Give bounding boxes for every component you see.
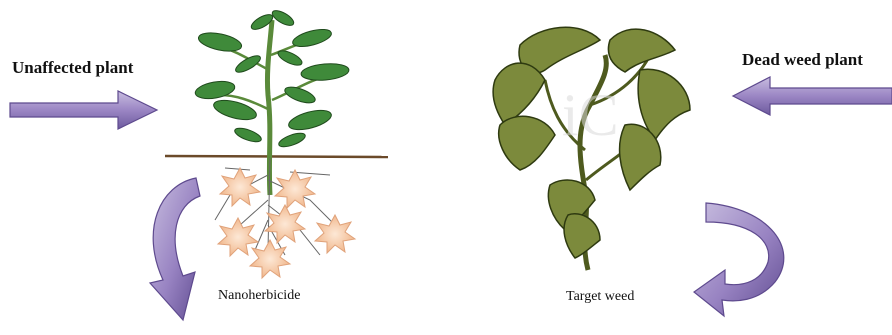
target-weed-illustration: iC (493, 27, 690, 270)
target-weed-label: Target weed (566, 289, 634, 305)
arrow-left-icon (733, 77, 892, 115)
curved-arrow-down-icon (150, 178, 200, 320)
unaffected-plant-label: Unaffected plant (12, 58, 133, 78)
nanoparticle-burst-icons (218, 168, 355, 278)
nanoherbicide-label: Nanoherbicide (218, 288, 300, 304)
unaffected-plant-illustration (165, 8, 388, 278)
watermark-logo: iC (562, 82, 619, 148)
dead-weed-plant-label: Dead weed plant (742, 50, 863, 70)
curved-arrow-hook-icon (694, 203, 784, 316)
arrow-right-icon (10, 91, 157, 129)
